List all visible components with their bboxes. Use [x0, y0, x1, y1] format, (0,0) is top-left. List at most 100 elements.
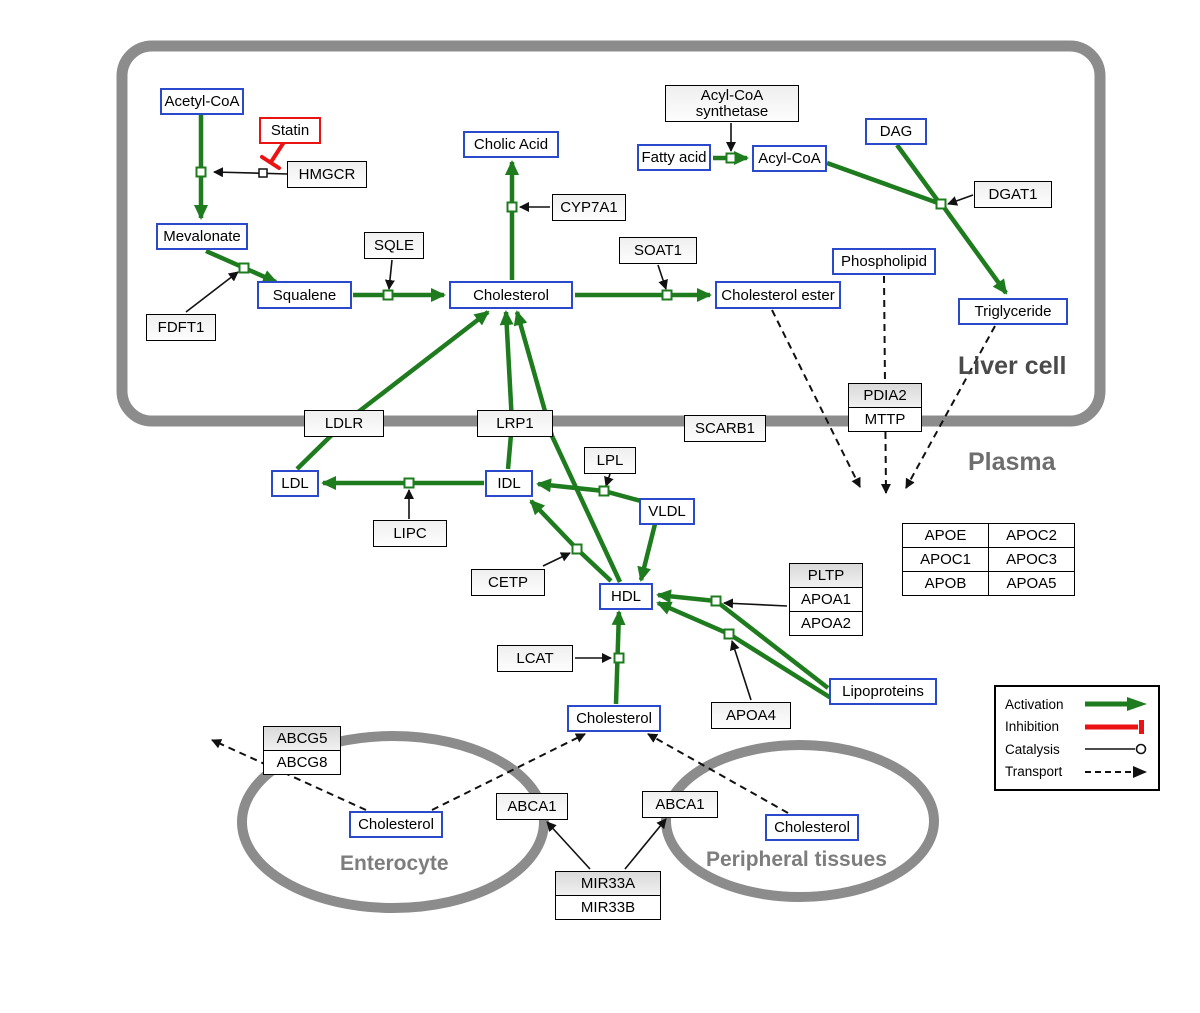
- peripheral-tissues-label: Peripheral tissues: [706, 848, 887, 871]
- edge-enterocyte-cholesterol-abcg: [211, 739, 367, 811]
- node-abca1-peripheral[interactable]: ABCA1: [642, 791, 718, 818]
- node-acyl-coa[interactable]: Acyl-CoA: [752, 145, 827, 172]
- node-vldl[interactable]: VLDL: [639, 498, 695, 525]
- node-mevalonate[interactable]: Mevalonate: [156, 223, 248, 250]
- node-pltp[interactable]: PLTP: [789, 563, 863, 588]
- node-lpl[interactable]: LPL: [584, 447, 636, 474]
- edge-peripheral-cholesterol-plasma: [647, 733, 789, 814]
- node-sqle[interactable]: SQLE: [364, 232, 424, 259]
- edge-hmgcr-catalysis: [213, 167, 289, 178]
- node-apoa1[interactable]: APOA1: [789, 587, 863, 612]
- legend-inhibition-label: Inhibition: [1005, 719, 1060, 735]
- hmgcr-catalysis-port: [258, 168, 268, 178]
- catalysis-circle-icon: [1085, 744, 1147, 755]
- edge-vldl-hdl: [637, 523, 658, 582]
- edge-idl-lrp1-cholesterol: [499, 310, 515, 470]
- edge-dgat1-catalysis: [947, 194, 974, 206]
- activation-arrow-icon: [1085, 697, 1147, 711]
- legend-row-activation: Activation: [1005, 694, 1149, 714]
- node-lcat[interactable]: LCAT: [497, 645, 573, 672]
- node-scarb1[interactable]: SCARB1: [684, 415, 766, 442]
- node-mir33b[interactable]: MIR33B: [555, 895, 661, 920]
- node-apoc3[interactable]: APOC3: [989, 548, 1075, 572]
- node-squalene[interactable]: Squalene: [257, 281, 352, 309]
- edge-mir33-abca1-left: [546, 821, 591, 870]
- apolipoprotein-table: APOE APOC2 APOC1 APOC3 APOB APOA5: [902, 523, 1075, 596]
- node-abcg5[interactable]: ABCG5: [263, 726, 341, 751]
- node-fdft1[interactable]: FDFT1: [146, 314, 216, 341]
- edge-acylcoa-dgat1node: [826, 160, 939, 206]
- node-ldl[interactable]: LDL: [271, 470, 319, 497]
- node-apoa2[interactable]: APOA2: [789, 611, 863, 636]
- node-apoc2[interactable]: APOC2: [989, 524, 1075, 548]
- node-abca1-enterocyte[interactable]: ABCA1: [496, 793, 568, 820]
- node-lipoproteins[interactable]: Lipoproteins: [829, 678, 937, 705]
- node-hmgcr[interactable]: HMGCR: [287, 161, 367, 188]
- node-mttp[interactable]: MTTP: [848, 407, 922, 432]
- node-acetyl-coa[interactable]: Acetyl-CoA: [160, 88, 244, 115]
- stack-mir33a-mir33b: MIR33A MIR33B: [555, 871, 661, 920]
- edge-sqle-catalysis: [384, 259, 395, 290]
- enterocyte-label: Enterocyte: [340, 852, 449, 875]
- edge-fdft1-catalysis: [185, 271, 239, 313]
- edge-apoa4-catalysis: [729, 640, 752, 701]
- legend-row-catalysis: Catalysis: [1005, 739, 1149, 759]
- node-idl[interactable]: IDL: [485, 470, 533, 497]
- transport-edges: [211, 275, 996, 814]
- node-acyl-coa-synthetase[interactable]: Acyl-CoA synthetase: [665, 85, 799, 122]
- statin-inhibition-bar: [260, 155, 281, 170]
- inhibition-edge-statin-hmgcr: [260, 140, 286, 170]
- node-dgat1[interactable]: DGAT1: [974, 181, 1052, 208]
- liver-cell-label: Liver cell: [958, 352, 1067, 380]
- node-ldlr[interactable]: LDLR: [304, 410, 384, 437]
- stack-abcg5-abcg8: ABCG5 ABCG8: [263, 726, 341, 775]
- node-apob[interactable]: APOB: [903, 572, 989, 596]
- node-cholesterol-enterocyte[interactable]: Cholesterol: [349, 811, 443, 838]
- edge-mir33-abca1-right: [624, 818, 667, 870]
- node-lrp1[interactable]: LRP1: [477, 410, 553, 437]
- node-cholesterol-ester[interactable]: Cholesterol ester: [715, 281, 841, 309]
- node-statin[interactable]: Statin: [259, 117, 321, 144]
- node-cholesterol-plasma[interactable]: Cholesterol: [567, 705, 661, 732]
- legend-row-transport: Transport: [1005, 762, 1149, 782]
- edge-apoa-catalysis: [723, 598, 788, 609]
- node-mir33a[interactable]: MIR33A: [555, 871, 661, 896]
- node-abcg8[interactable]: ABCG8: [263, 750, 341, 775]
- node-lipc[interactable]: LIPC: [373, 520, 447, 547]
- edge-ldl-ldlr-cholesterol: [295, 310, 490, 471]
- node-apoa5[interactable]: APOA5: [989, 572, 1075, 596]
- compartment-outlines: [116, 40, 1106, 913]
- inhibition-tbar-icon: [1085, 719, 1144, 734]
- node-cholesterol-peripheral[interactable]: Cholesterol: [765, 814, 859, 841]
- node-cholic-acid[interactable]: Cholic Acid: [463, 131, 559, 158]
- acyl-coa-synthetase-line1: Acyl-CoA: [700, 86, 764, 104]
- legend-activation-label: Activation: [1005, 696, 1064, 712]
- node-hdl[interactable]: HDL: [599, 583, 653, 610]
- node-cholesterol-liver[interactable]: Cholesterol: [449, 281, 573, 309]
- edge-dgat1node-triglyceride: [941, 204, 1008, 295]
- node-fatty-acid[interactable]: Fatty acid: [637, 144, 711, 171]
- node-apoe[interactable]: APOE: [903, 524, 989, 548]
- node-pdia2[interactable]: PDIA2: [848, 383, 922, 408]
- node-dag[interactable]: DAG: [865, 118, 927, 145]
- edge-enterocyte-cholesterol-plasma: [431, 733, 586, 811]
- node-apoa4[interactable]: APOA4: [711, 702, 791, 729]
- edge-cetp-catalysis: [542, 552, 571, 567]
- node-triglyceride[interactable]: Triglyceride: [958, 298, 1068, 325]
- transport-dashed-arrow-icon: [1085, 765, 1147, 778]
- statin-inhibition-line: [269, 140, 286, 164]
- edge-vldl-idl: [536, 478, 642, 504]
- stack-pltp-apoa1-apoa2: PLTP APOA1 APOA2: [789, 563, 863, 636]
- legend-catalysis-label: Catalysis: [1005, 741, 1060, 757]
- node-soat1[interactable]: SOAT1: [619, 237, 697, 264]
- liver-cell-membrane: [116, 40, 1106, 427]
- node-cyp7a1[interactable]: CYP7A1: [552, 194, 626, 221]
- node-phospholipid[interactable]: Phospholipid: [832, 248, 936, 275]
- enterocyte-membrane: [237, 731, 549, 913]
- node-cetp[interactable]: CETP: [471, 569, 545, 596]
- catalysis-edges: [185, 123, 974, 870]
- node-apoc1[interactable]: APOC1: [903, 548, 989, 572]
- edge-dag-dgat1node: [895, 143, 940, 203]
